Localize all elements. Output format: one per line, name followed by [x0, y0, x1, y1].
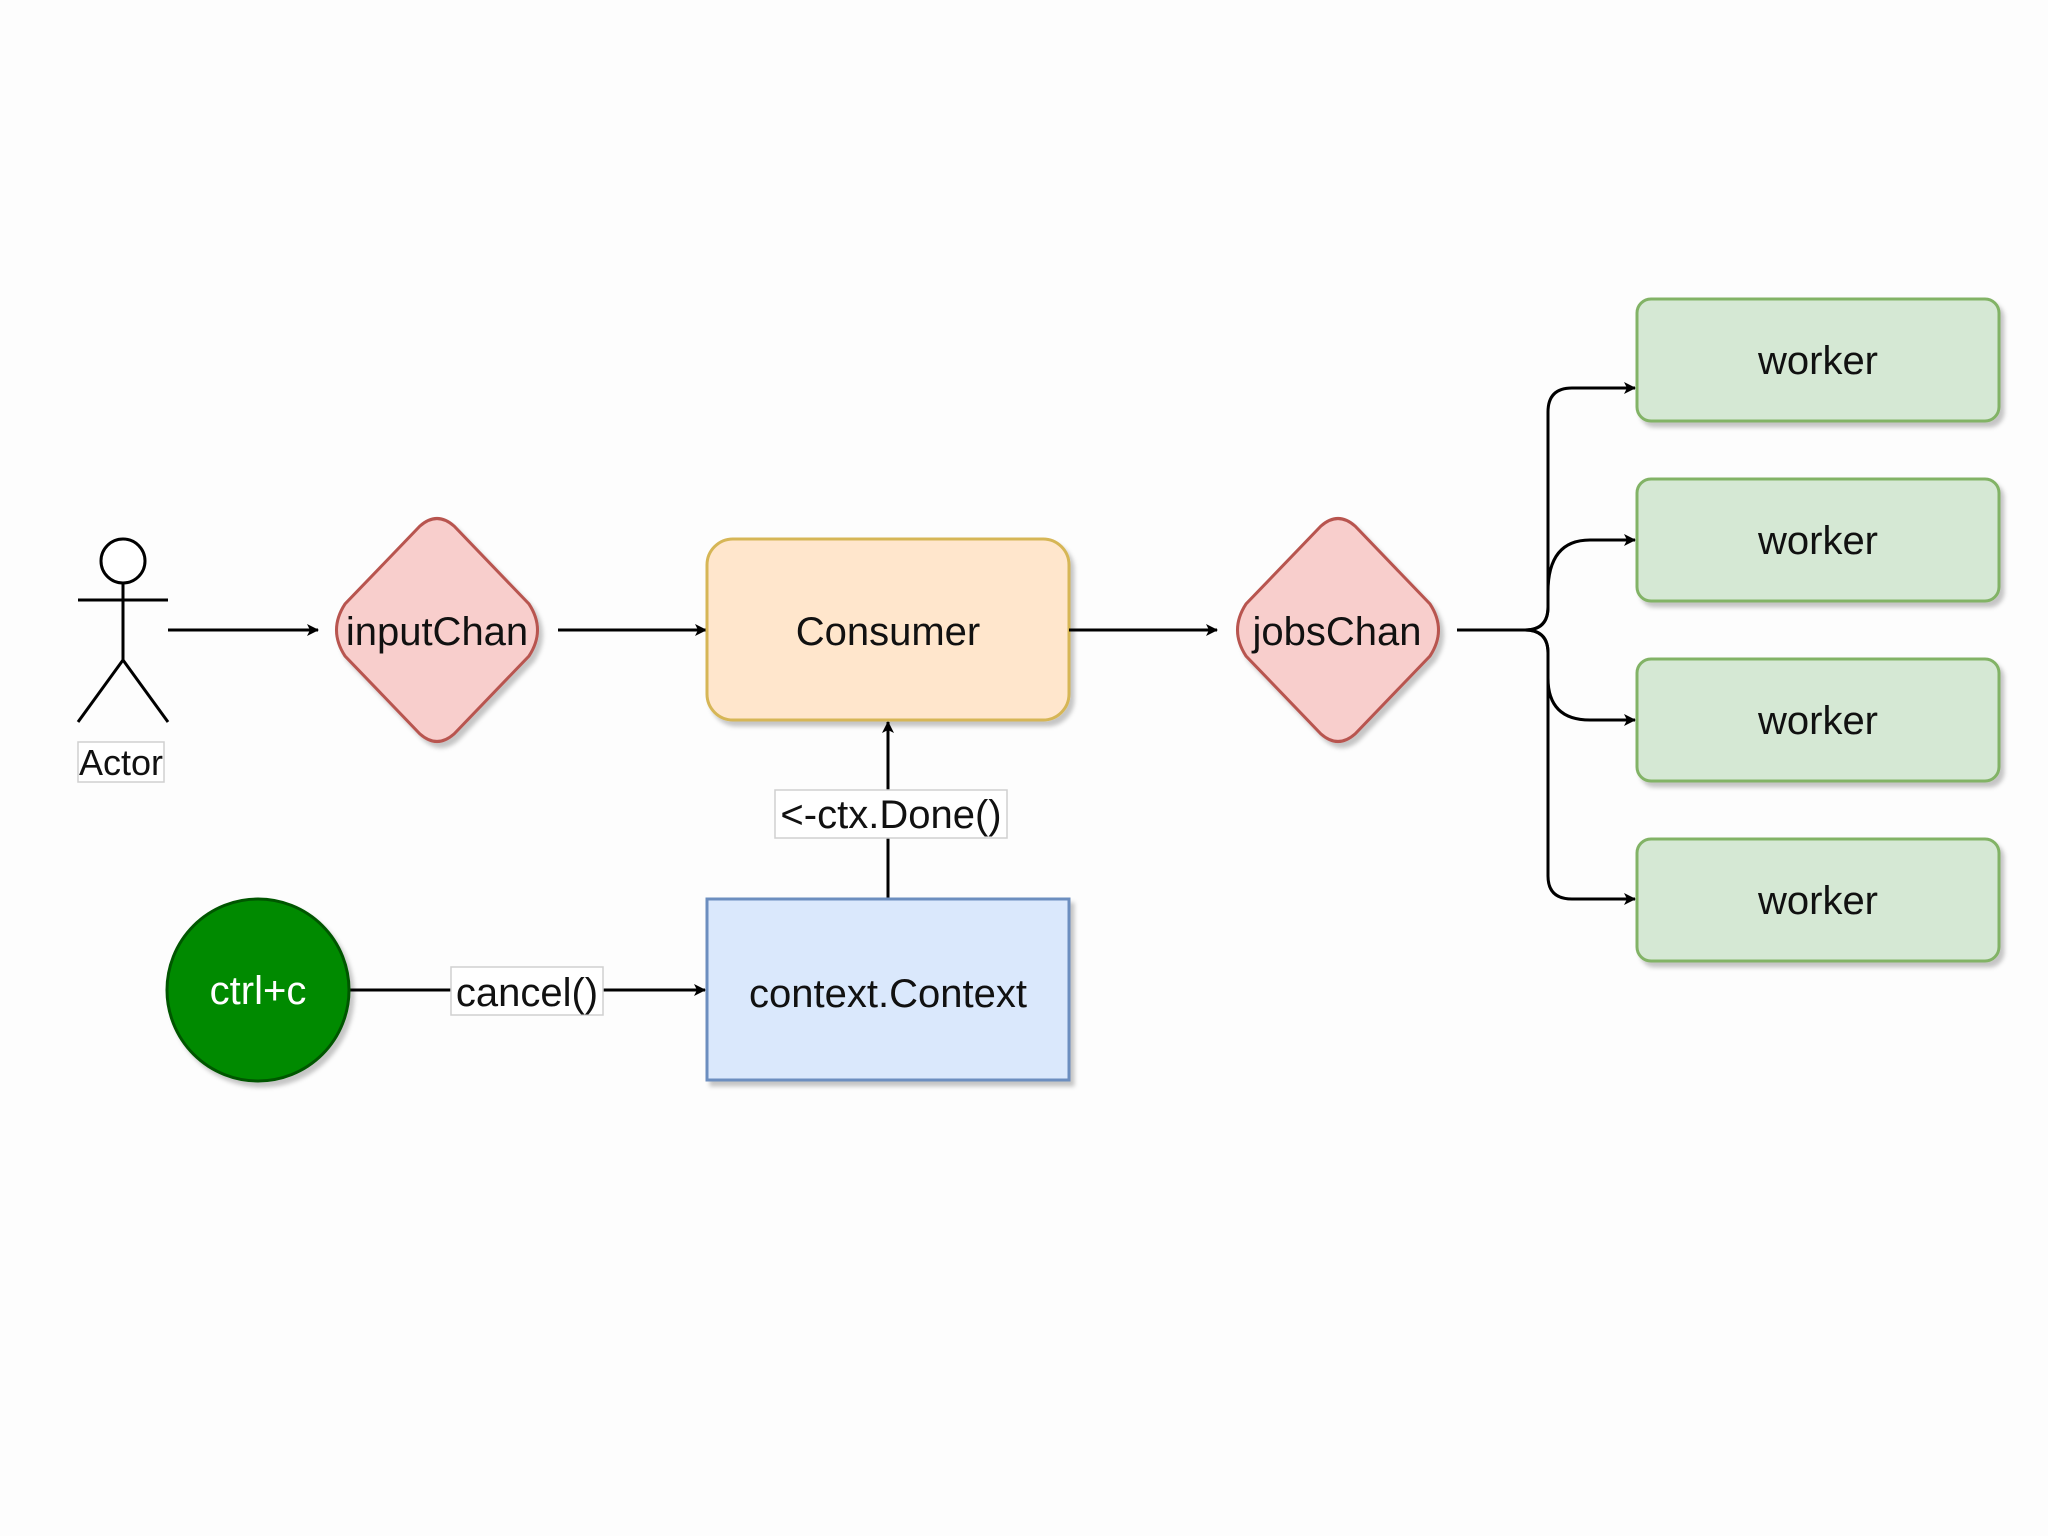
context-label: context.Context	[749, 972, 1027, 1016]
fanout-edges	[1457, 382, 1636, 905]
edge-context-to-consumer: <-ctx.Done()	[774, 721, 1008, 898]
actor-label: Actor	[79, 742, 163, 783]
worker-label: worker	[1757, 699, 1878, 743]
actor-head	[99, 537, 147, 585]
worker-box	[1635, 477, 2001, 603]
edge-jobschan-to-worker-1	[1457, 382, 1636, 632]
done-label: <-ctx.Done()	[780, 793, 1001, 837]
worker-node[interactable]: worker	[1635, 297, 2001, 423]
jobschan-label: jobsChan	[1251, 610, 1421, 654]
worker-box	[1635, 837, 2001, 963]
worker-label: worker	[1757, 519, 1878, 563]
jobschan-node[interactable]: jobsChan	[1236, 517, 1440, 743]
ctrlc-node[interactable]: ctrl+c	[165, 897, 351, 1083]
worker-label: worker	[1757, 879, 1878, 923]
consumer-label: Consumer	[796, 610, 981, 654]
actor-leg-right	[121, 659, 170, 723]
edge-jobschan-to-worker-4	[1457, 628, 1636, 905]
inputchan-node[interactable]: inputChan	[335, 517, 539, 743]
worker-label: worker	[1757, 339, 1878, 383]
inputchan-diamond	[335, 517, 539, 743]
worker-node[interactable]: worker	[1635, 837, 2001, 963]
jobschan-diamond	[1236, 517, 1440, 743]
actor-figure[interactable]: Actor	[76, 537, 170, 783]
ctrlc-label: ctrl+c	[210, 969, 307, 1013]
context-node[interactable]: context.Context	[705, 897, 1071, 1082]
cancel-label-bg	[450, 966, 604, 1016]
edge-ctrlc-to-context: cancel()	[349, 966, 706, 1016]
worker-box	[1635, 657, 2001, 783]
cancel-label: cancel()	[456, 971, 598, 1015]
ctrlc-circle	[165, 897, 351, 1083]
worker-node[interactable]: worker	[1635, 657, 2001, 783]
consumer-node[interactable]: Consumer	[705, 537, 1071, 722]
context-box	[705, 897, 1071, 1082]
worker-node[interactable]: worker	[1635, 477, 2001, 603]
actor-leg-left	[76, 659, 125, 723]
worker-box	[1635, 297, 2001, 423]
done-label-bg	[774, 789, 1008, 839]
actor-label-bg	[77, 741, 165, 783]
edge-jobschan-to-worker-2	[1457, 534, 1636, 632]
inputchan-label: inputChan	[346, 610, 528, 654]
